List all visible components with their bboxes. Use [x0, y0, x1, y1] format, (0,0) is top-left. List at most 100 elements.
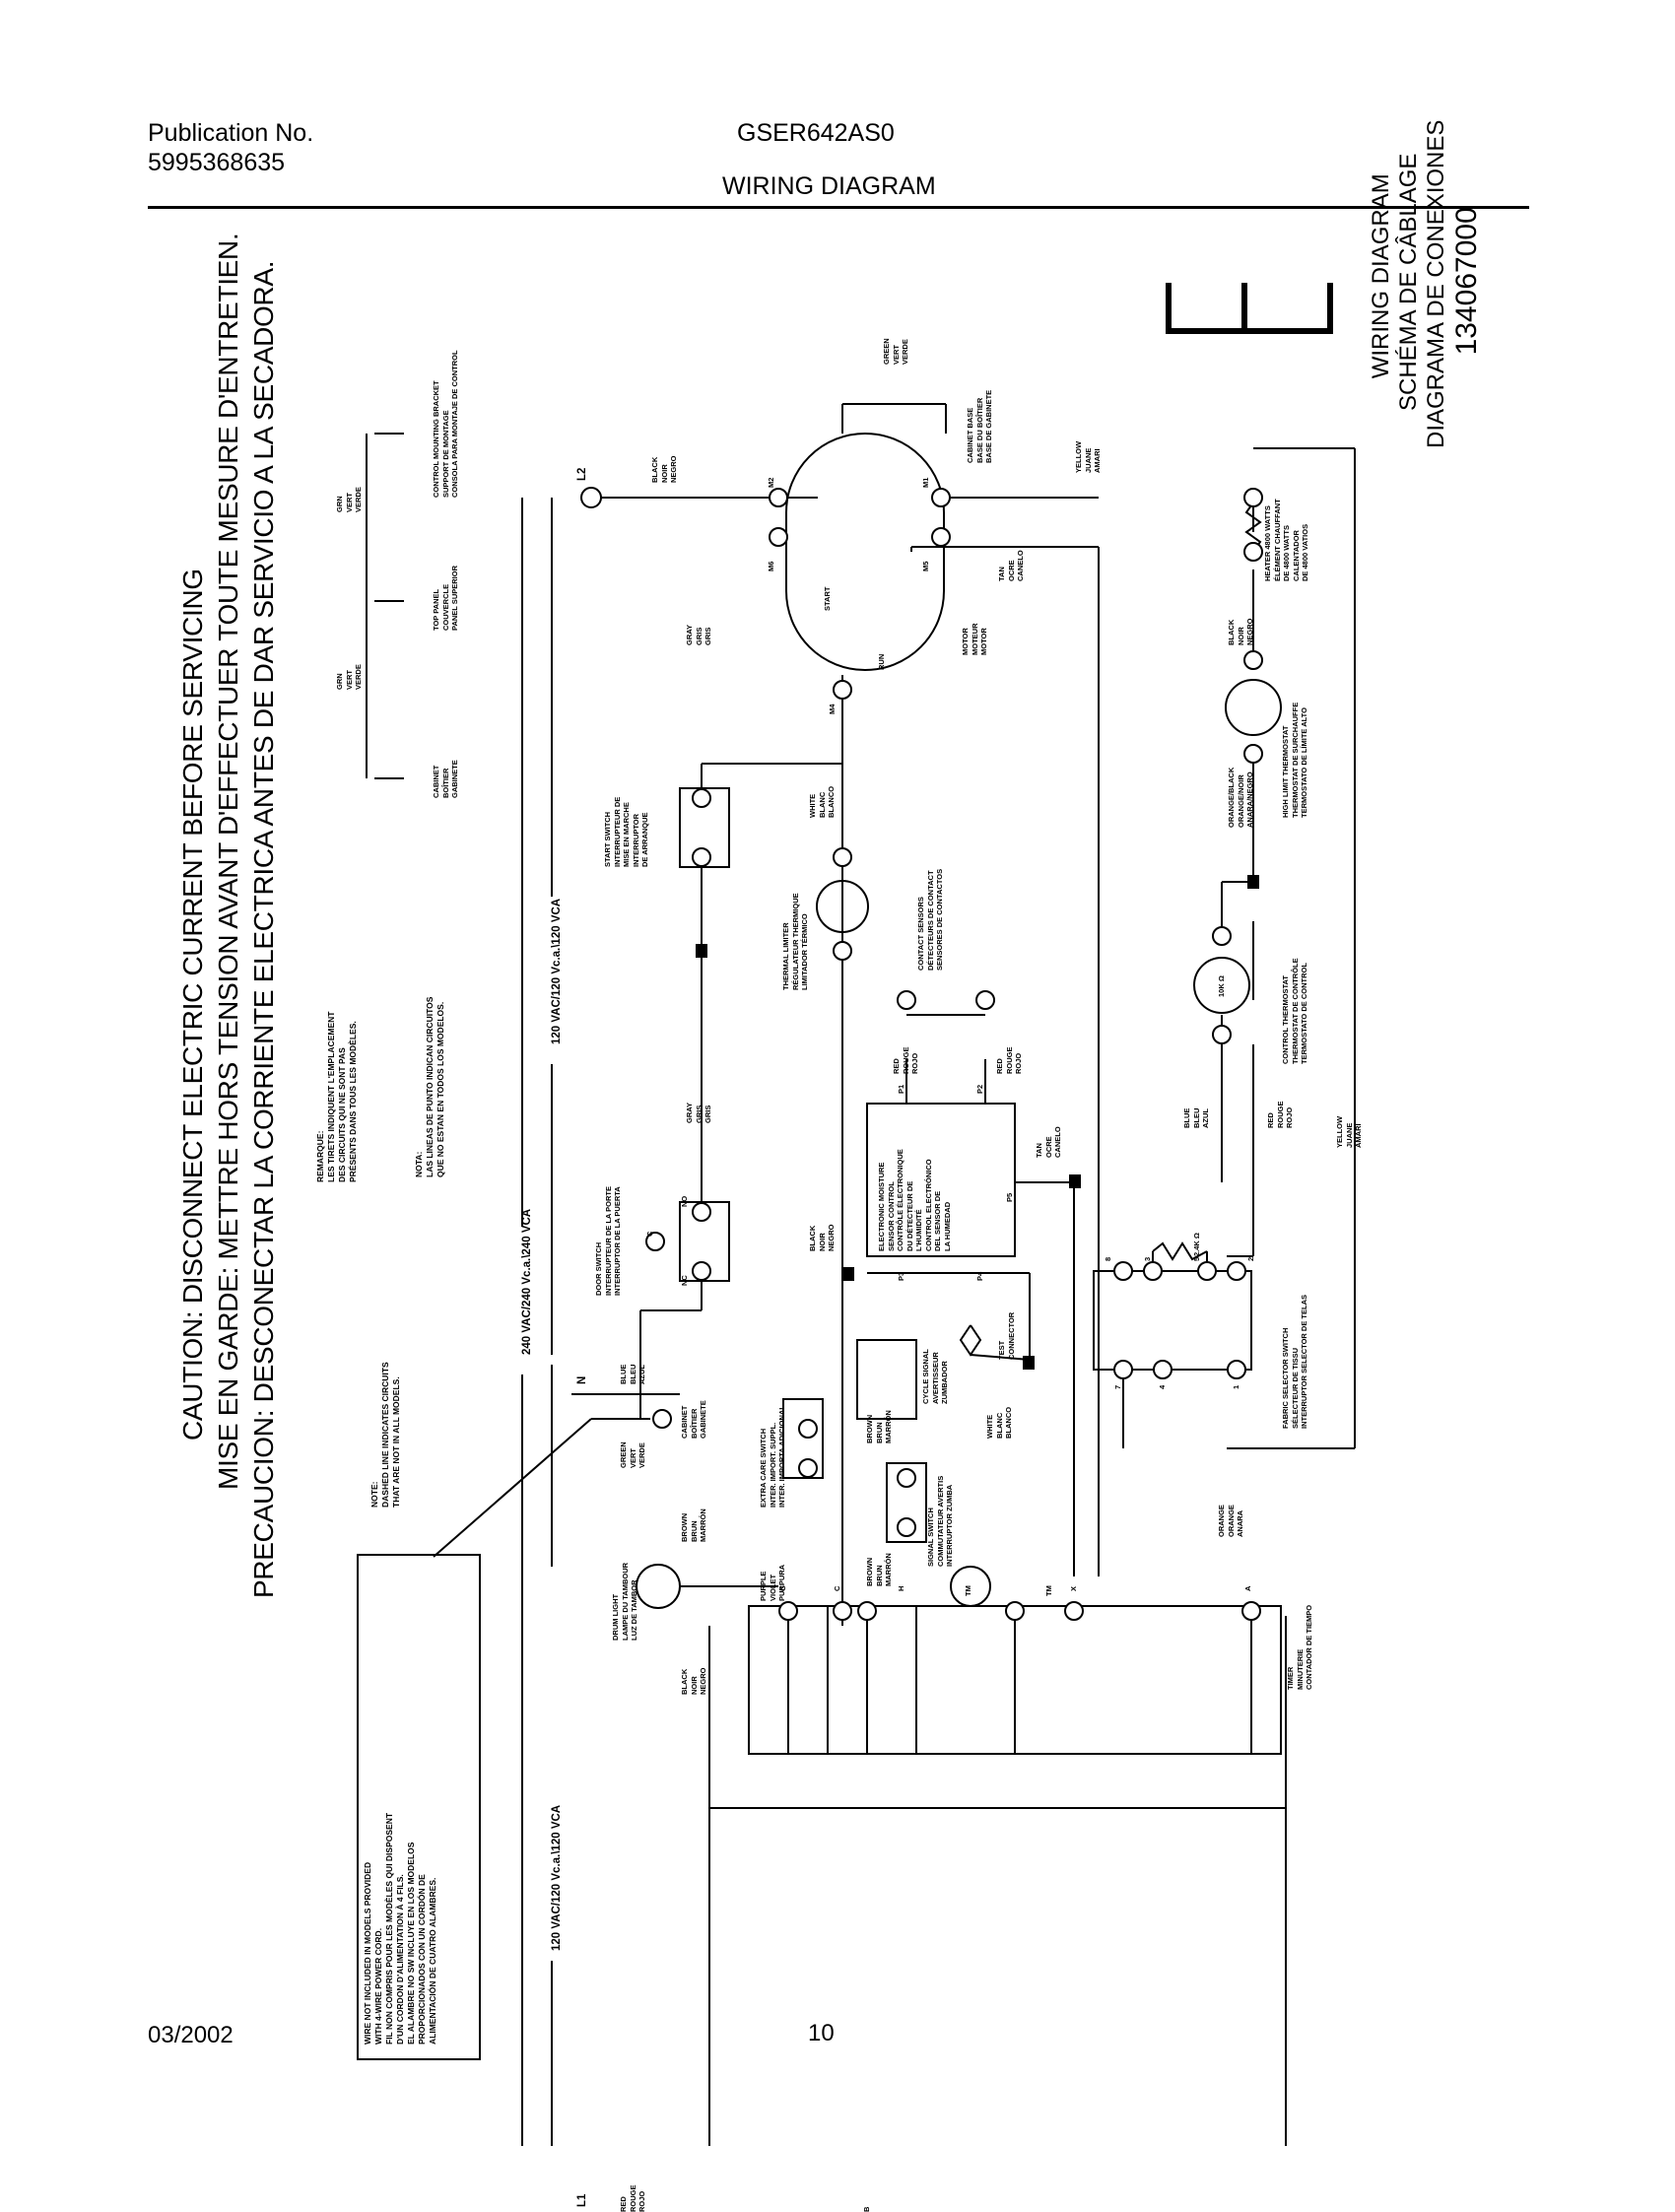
- footer-date: 03/2002: [148, 2022, 234, 2048]
- label-line: DE 4800 WATTS: [1282, 525, 1291, 581]
- label-line: ROUGE: [628, 2184, 637, 2212]
- label-line: BLANC: [817, 791, 827, 818]
- label-line: START SWITCH: [603, 811, 612, 867]
- label-line: GRIS: [694, 1105, 704, 1123]
- label-line: ZUMBADOR: [940, 1361, 949, 1404]
- label-line: HEATER 4800 WATTS: [1263, 505, 1272, 581]
- label-line: RED: [1266, 1112, 1275, 1128]
- wire-note-box: [357, 1554, 481, 2060]
- label-line: CONTROL THERMOSTAT: [1281, 975, 1290, 1064]
- cabinet-label: CABINET BOÎTIER GABINETE: [432, 760, 460, 798]
- label-line: DEL SENSOR DE: [933, 1190, 942, 1251]
- label-line: VERT: [344, 492, 354, 512]
- publication-number: 5995368635: [148, 149, 286, 176]
- label-line: BROWN: [680, 1512, 689, 1542]
- label-line: INTERRUPTEUR DE: [612, 796, 622, 867]
- wire-tan-top: TAN OCRE CANELO: [997, 550, 1026, 581]
- label-line: CONSOLA PARA MONTAJE DE CONTROL: [450, 350, 459, 498]
- terminal-c: C: [833, 1585, 841, 1591]
- label-line: MOTOR: [961, 628, 970, 655]
- label-line: VERDE: [354, 487, 363, 512]
- wire-gray-top: GRAY GRIS GRIS: [685, 625, 713, 645]
- label-line: LAMPE DU TAMBOUR: [620, 1562, 630, 1641]
- label-line: MARRÓN: [884, 1410, 893, 1443]
- label-line: LUZ DE TAMBOR: [630, 1579, 638, 1641]
- label-line: ROUGE: [901, 1046, 910, 1074]
- wire-orange-black: ORANGE/BLACK ORANGE/NOIR ANARA/NEGRO: [1227, 768, 1255, 828]
- terminal-m5: M5: [921, 561, 930, 571]
- fabric-selector-label: FABRIC SELECTOR SWITCH SÉLECTEUR DE TISS…: [1281, 1295, 1309, 1429]
- label-line: JUANE: [1344, 1122, 1354, 1148]
- label-line: AZUL: [637, 1365, 646, 1384]
- wire-white-timer: WHITE BLANC BLANCO: [985, 1407, 1014, 1439]
- wire-tan-mid: TAN OCRE CANELO: [1035, 1126, 1063, 1158]
- label-line: CANELO: [1016, 550, 1025, 581]
- label-line: CONTROL MOUNTING BRACKET: [432, 380, 440, 498]
- terminal-n: N: [576, 1375, 588, 1384]
- label-line: NEGRO: [669, 455, 678, 483]
- label-line: NOIR: [689, 1676, 699, 1695]
- terminal-tm: TM: [1044, 1585, 1053, 1596]
- label-line: BLANC: [994, 1412, 1004, 1439]
- motor-start-label: START: [823, 586, 832, 611]
- label-line: BLANCO: [827, 785, 836, 818]
- label-line: HIGH LIMIT THERMOSTAT: [1281, 725, 1290, 818]
- label-line: THERMAL LIMITER: [781, 922, 790, 990]
- label-line: BASE DU BOÎTIER: [974, 397, 984, 463]
- label-line: BLANCO: [1004, 1406, 1013, 1439]
- wire-blue: BLUE BLEU AZUL: [1182, 1108, 1211, 1128]
- label-line: NEGRO: [699, 1667, 707, 1695]
- label-line: CONTRÔLE ÉLECTRONIQUE: [896, 1149, 904, 1251]
- terminal-no: NO: [680, 1195, 689, 1207]
- wire-yellow-mid: YELLOW JUANE AMARI: [1335, 1116, 1364, 1148]
- label-line: ANARA/NEGRO: [1245, 771, 1254, 828]
- terminal-2: 2: [1246, 1256, 1255, 1261]
- wire-grn-mid: GRN VERT VERDE: [335, 664, 364, 690]
- label-line: INTERRUPTOR ZUMBA: [945, 1484, 954, 1567]
- contact-sensors-label: CONTACT SENSORS DÉTECTEURS DE CONTACT SE…: [916, 869, 945, 971]
- label-line: ROJO: [637, 2190, 646, 2212]
- wire-black-heater: BLACK NOIR NEGRO: [1227, 618, 1255, 645]
- label-line: BOÎTIER: [440, 768, 450, 798]
- label-line: OCRE: [1043, 1136, 1053, 1158]
- label-line: TEST: [997, 1340, 1006, 1360]
- label-line: TERMOSTATO DE LÍMITE ALTO: [1300, 707, 1308, 818]
- label-line: GRAY: [685, 1103, 694, 1123]
- label-line: ROUGE: [1004, 1046, 1014, 1074]
- wire-gray-mid: GRAY GRIS GRIS: [685, 1103, 713, 1123]
- terminal-p5: P5: [1005, 1192, 1014, 1202]
- signal-switch-label: SIGNAL SWITCH COMMUTATEUR AVERTIS INTERR…: [926, 1476, 955, 1567]
- label-line: THERMOSTAT DE SURCHAUFFE: [1290, 702, 1300, 818]
- label-line: WHITE: [808, 793, 817, 818]
- cabinet-label-2: CABINET BOÎTIER GABINETE: [680, 1400, 708, 1439]
- label-line: CYCLE SIGNAL: [921, 1349, 930, 1404]
- label-line: GRIS: [704, 627, 712, 645]
- terminal-p4: P4: [975, 1271, 984, 1281]
- label-line: GABINETE: [450, 760, 459, 798]
- terminal-door-c: C: [645, 1231, 654, 1237]
- label-line: DOOR SWITCH: [594, 1241, 603, 1296]
- terminal-l1: L1: [576, 2193, 588, 2207]
- wire-brown-extra: BROWN BRUN MARRÓN: [865, 1410, 894, 1443]
- label-line: TERMOSTATO DE CONTROL: [1300, 963, 1308, 1064]
- label-line: AMARI: [1093, 448, 1102, 473]
- label-line: BASE DE GABINETE: [984, 389, 993, 463]
- thermal-limiter-label: THERMAL LIMITER RÉGULATEUR THERMIQUE LIM…: [781, 893, 810, 990]
- label-line: ROJO: [1285, 1106, 1294, 1128]
- wire-red-p1: RED ROUGE ROJO: [892, 1046, 920, 1074]
- label-line: ORANGE: [1226, 1505, 1236, 1537]
- label-line: DRUM LIGHT: [611, 1593, 620, 1641]
- heater-label: HEATER 4800 WATTS ÉLÉMENT CHAUFFANT DE 4…: [1263, 499, 1310, 581]
- control-bracket-label: CONTROL MOUNTING BRACKET SUPPORT DE MONT…: [432, 350, 460, 498]
- label-line: EXTRA CARE SWITCH: [759, 1428, 768, 1508]
- label-line: AMARI: [1354, 1123, 1363, 1148]
- terminal-m4: M4: [828, 704, 837, 714]
- label-line: NEGRO: [1245, 618, 1254, 645]
- label-line: BLACK: [680, 1668, 689, 1695]
- label-line: CABINET BASE: [966, 407, 974, 463]
- label-line: VERT: [344, 669, 354, 690]
- label-line: BLACK: [808, 1225, 817, 1251]
- label-line: CABINET: [432, 765, 440, 798]
- label-line: RÉGULATEUR THERMIQUE: [790, 893, 800, 990]
- resistor-label: 2.4K Ω: [1192, 1233, 1201, 1256]
